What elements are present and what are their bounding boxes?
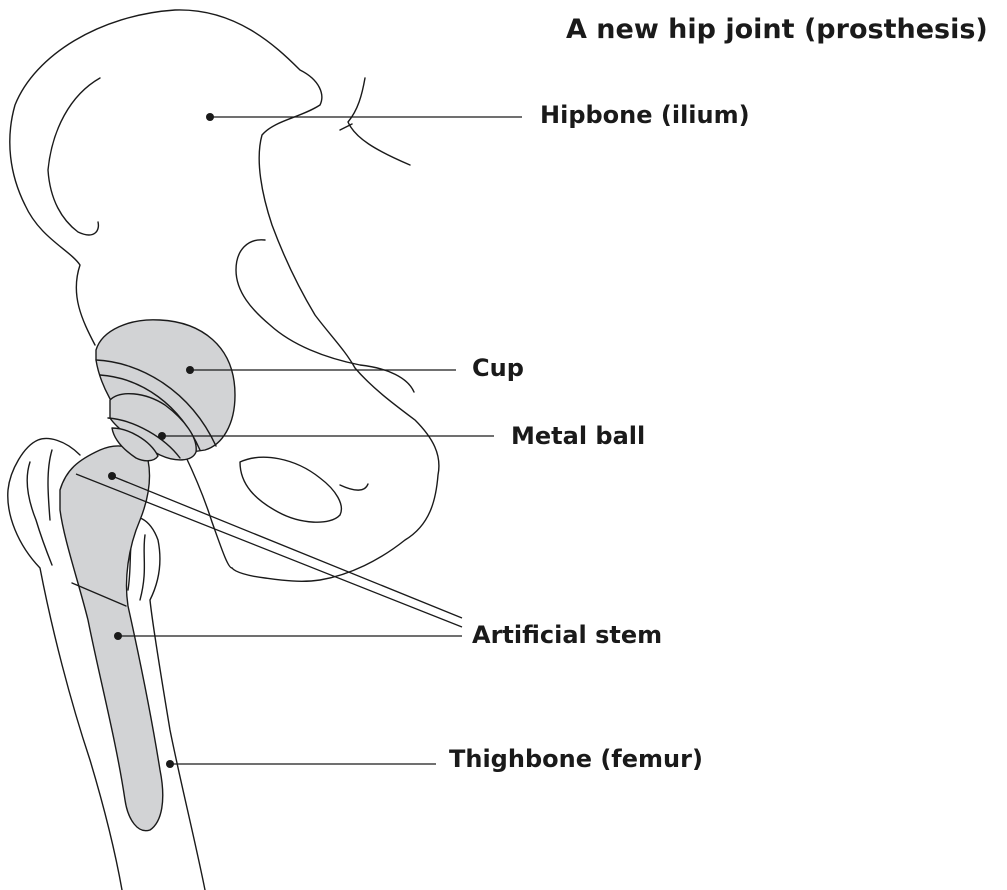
stem-dot-upper [108, 472, 116, 480]
hipbone-label: Hipbone (ilium) [540, 103, 750, 127]
artificial-stem [60, 446, 163, 831]
iliac-crest-curve [48, 78, 100, 235]
diagram-title: A new hip joint (prosthesis) [566, 16, 988, 43]
hipbone-dot [206, 113, 214, 121]
cup-label: Cup [472, 356, 524, 380]
artificial-stem-label: Artificial stem [472, 623, 662, 647]
stem-dot-lower [114, 632, 122, 640]
cup-dot [186, 366, 194, 374]
obturator-foramen [240, 457, 341, 522]
stem-leader-upper [112, 476, 462, 618]
pelvic-inner-curve [236, 240, 414, 392]
metal-ball-label: Metal ball [511, 424, 645, 448]
metal-ball-dot [158, 432, 166, 440]
ischium-edge [185, 455, 232, 568]
pubis-inner-curve [340, 484, 368, 490]
trochanter-detail-inner [48, 450, 52, 520]
femur-dot [166, 760, 174, 768]
thighbone-label: Thighbone (femur) [449, 747, 703, 771]
sacral-edge-curve [348, 78, 410, 165]
stem-leader-neck [76, 474, 462, 627]
